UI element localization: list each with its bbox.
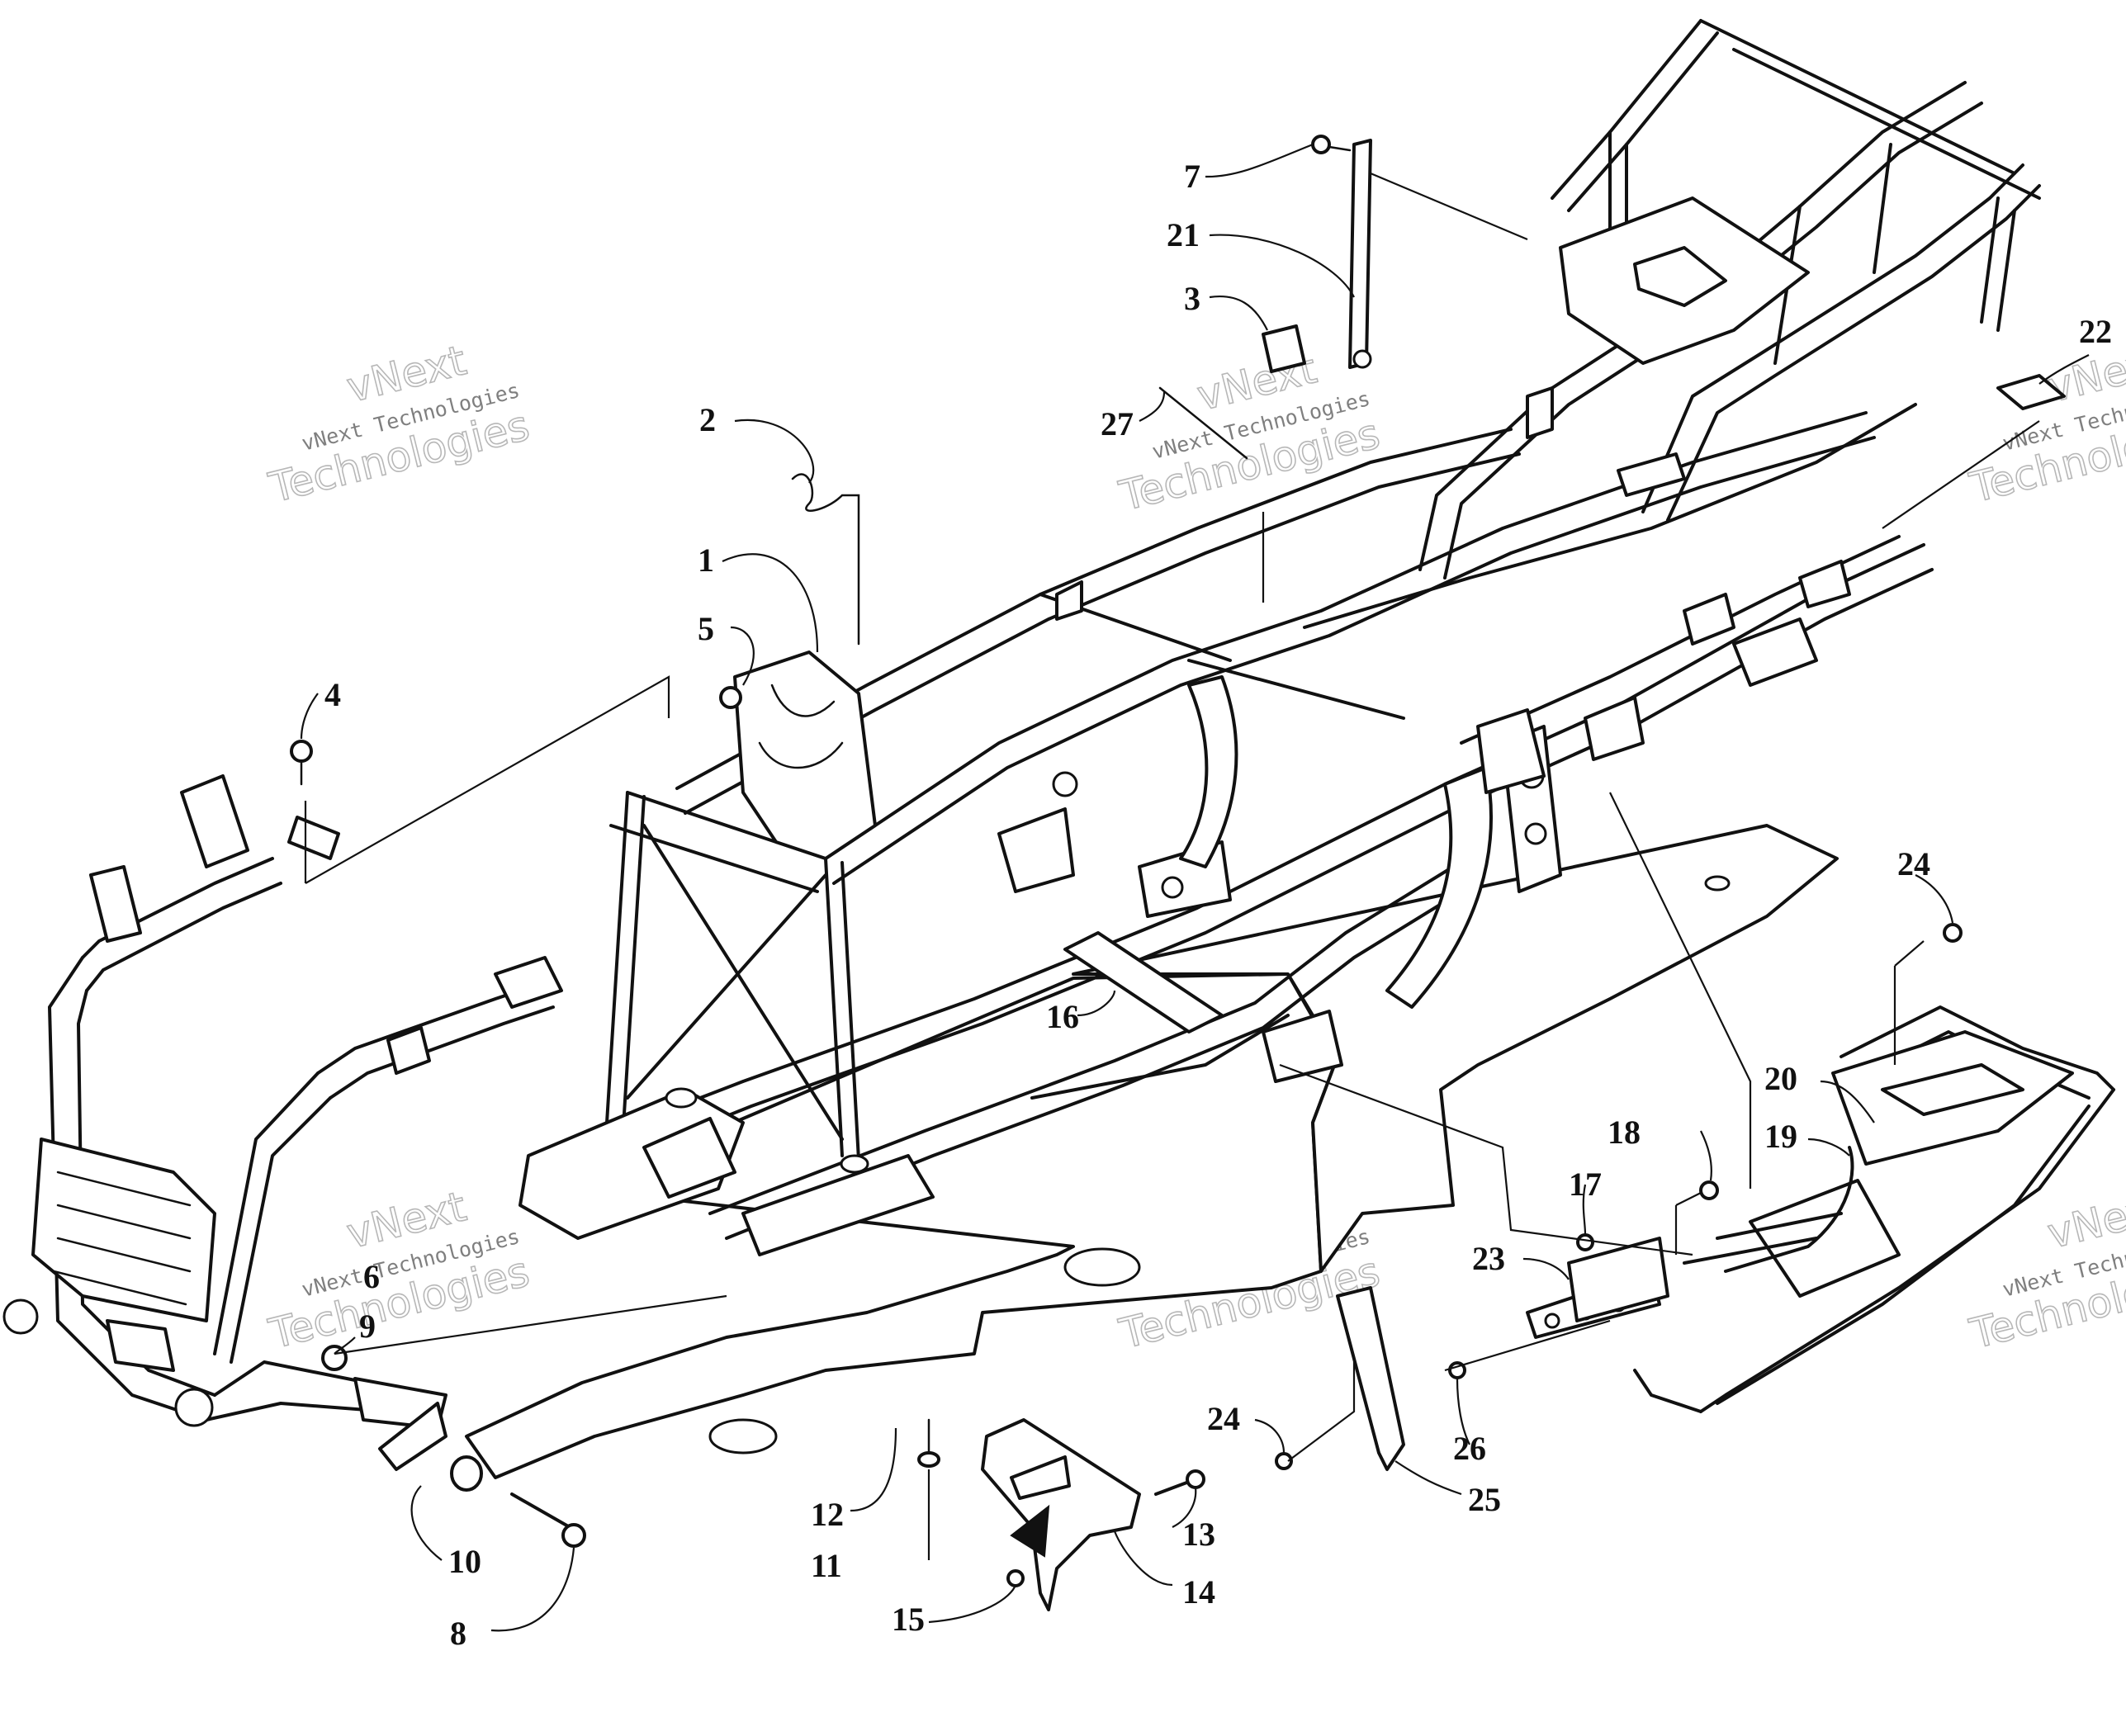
nut-26 bbox=[1448, 1361, 1466, 1379]
rod-27 bbox=[1158, 386, 1248, 460]
watermark-3: vNext vNext Technologies Technologies bbox=[1964, 336, 2126, 513]
bolt-24-bottom bbox=[1275, 1452, 1293, 1470]
callout-8: 8 bbox=[450, 1615, 466, 1652]
front-shock-tower bbox=[733, 650, 877, 860]
bolt-7 bbox=[1311, 135, 1352, 154]
washer-10 bbox=[450, 1455, 483, 1492]
callout-11: 11 bbox=[811, 1547, 842, 1584]
bolt-24-top bbox=[1943, 923, 1963, 943]
callout-12: 12 bbox=[811, 1496, 844, 1533]
assembly-lines bbox=[304, 172, 2040, 1462]
callout-23: 23 bbox=[1472, 1240, 1505, 1277]
bracket-10 bbox=[378, 1402, 447, 1471]
callout-15: 15 bbox=[892, 1601, 925, 1638]
callout-18: 18 bbox=[1608, 1114, 1641, 1151]
callout-7: 7 bbox=[1184, 158, 1200, 195]
washer-17 bbox=[1576, 1233, 1594, 1251]
callout-4: 4 bbox=[324, 676, 341, 713]
front-bumper bbox=[2, 774, 563, 1430]
callout-16: 16 bbox=[1046, 998, 1079, 1035]
callout-13: 13 bbox=[1182, 1516, 1215, 1553]
callout-24-top: 24 bbox=[1897, 845, 1930, 882]
nut-15 bbox=[1006, 1569, 1025, 1587]
rear-bumper bbox=[1526, 1005, 2115, 1413]
spring-clip-2 bbox=[791, 473, 860, 646]
callout-21: 21 bbox=[1167, 216, 1200, 253]
bolt-8 bbox=[510, 1492, 586, 1548]
front-skid-drain-hole bbox=[708, 1418, 778, 1455]
callout-14: 14 bbox=[1182, 1573, 1215, 1611]
callout-6: 6 bbox=[363, 1258, 380, 1295]
main-frame bbox=[518, 19, 2041, 1256]
watermark-6: vNext vNext Technologies Technologies bbox=[1964, 1182, 2126, 1360]
callout-19: 19 bbox=[1764, 1118, 1797, 1155]
callout-3: 3 bbox=[1184, 280, 1200, 317]
watermark-1: vNext vNext Technologies Technologies bbox=[263, 336, 534, 513]
warning-triangle-icon bbox=[1010, 1504, 1050, 1558]
callout-5: 5 bbox=[698, 610, 714, 647]
brace-21 bbox=[1348, 139, 1372, 369]
bolt-18 bbox=[1699, 1180, 1719, 1200]
foam-pad-16 bbox=[1063, 931, 1224, 1034]
callout-27: 27 bbox=[1101, 405, 1134, 442]
callout-leaders bbox=[300, 143, 2090, 1632]
watermark-2: vNext vNext Technologies Technologies bbox=[1114, 344, 1385, 522]
plate-22 bbox=[1996, 374, 2066, 410]
callout-22: 22 bbox=[2079, 313, 2112, 350]
bracket-14 bbox=[981, 1418, 1141, 1611]
callout-24-bottom: 24 bbox=[1207, 1400, 1240, 1437]
callout-1: 1 bbox=[698, 542, 714, 579]
bracket-19 bbox=[1724, 1146, 1854, 1273]
rear-skid-hole bbox=[1704, 875, 1731, 892]
nut-5 bbox=[719, 686, 742, 709]
callout-2: 2 bbox=[699, 401, 716, 438]
front-skid-hole bbox=[1063, 1247, 1141, 1287]
svg-text:vNext: vNext bbox=[2043, 1182, 2126, 1258]
callout-10: 10 bbox=[448, 1543, 481, 1580]
bumper-grille bbox=[31, 1138, 216, 1322]
bushing-9 bbox=[321, 1345, 348, 1371]
bolt-4 bbox=[290, 740, 313, 786]
callout-labels: 2 1 5 4 7 21 3 27 22 16 24 20 19 18 17 2… bbox=[324, 158, 2112, 1652]
callout-17: 17 bbox=[1569, 1166, 1602, 1203]
callout-26: 26 bbox=[1453, 1430, 1486, 1467]
callout-20: 20 bbox=[1764, 1060, 1797, 1097]
callout-9: 9 bbox=[359, 1308, 376, 1345]
bolt-13 bbox=[1154, 1469, 1205, 1496]
callout-25: 25 bbox=[1468, 1481, 1501, 1518]
bracket-25 bbox=[1336, 1286, 1405, 1471]
center-side-plate bbox=[1385, 766, 1493, 1009]
bolt-11 bbox=[917, 1418, 940, 1468]
bumper-pad-3 bbox=[1262, 324, 1306, 373]
